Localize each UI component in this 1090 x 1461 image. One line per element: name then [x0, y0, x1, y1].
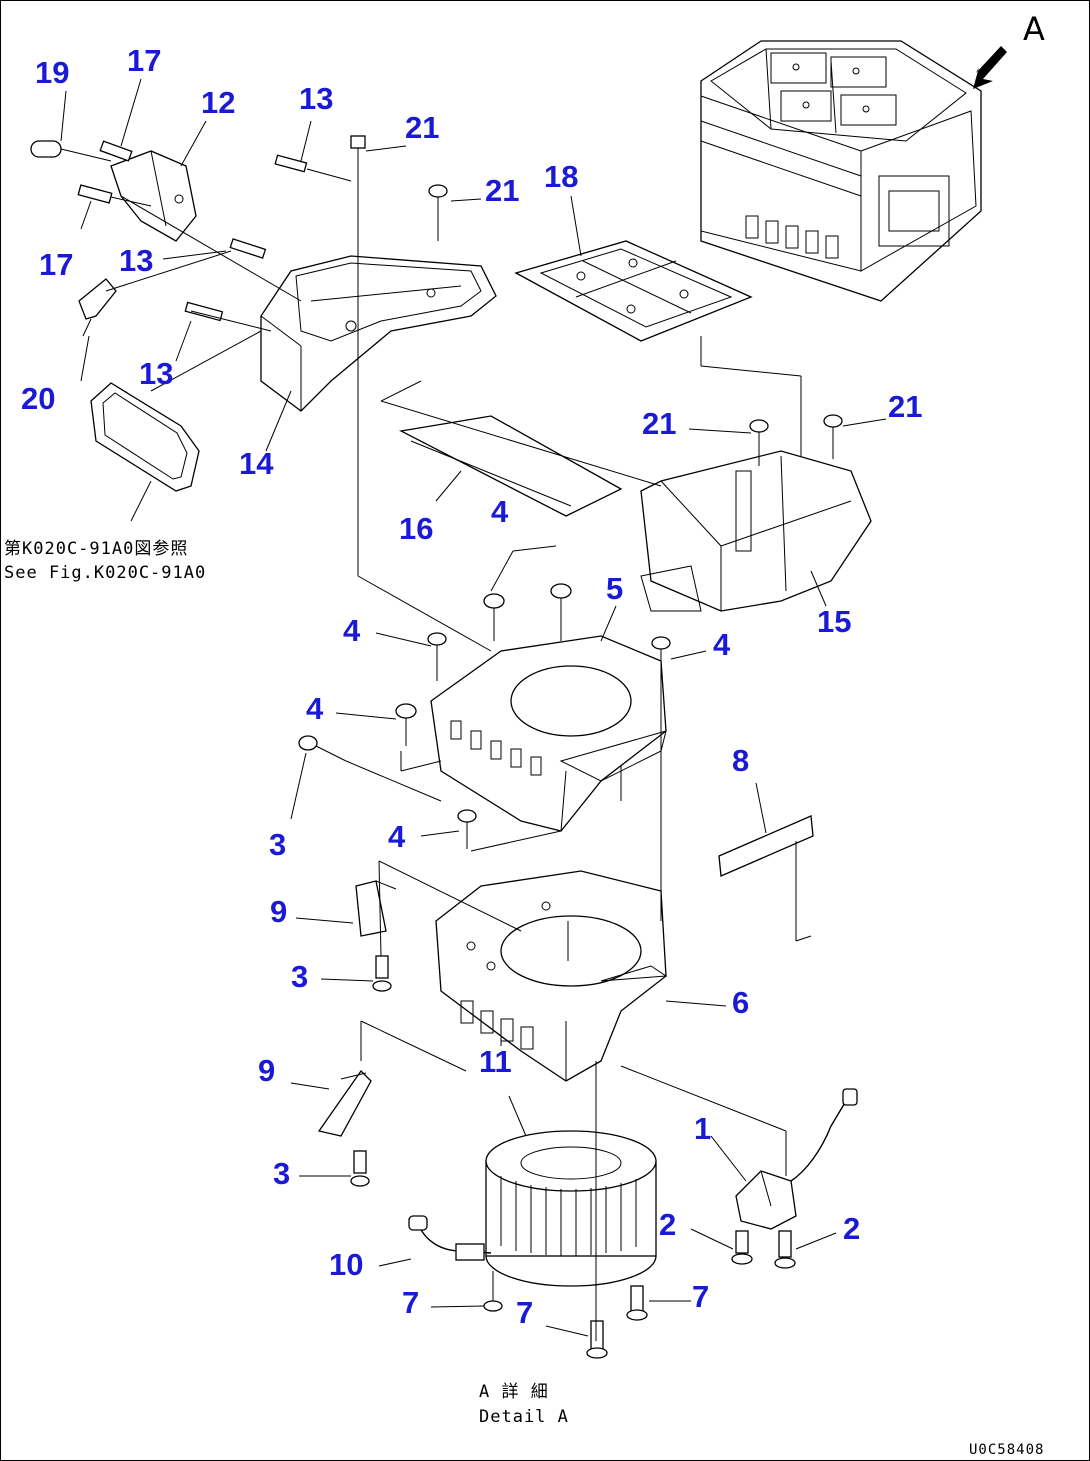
callout-12: 12 — [201, 85, 236, 120]
sheet-part-8 — [718, 815, 814, 942]
callout-13-top: 13 — [299, 81, 334, 116]
callout-5: 5 — [606, 571, 624, 606]
callout-10: 10 — [329, 1247, 364, 1282]
resistor-part-1 — [731, 1088, 858, 1269]
callout-3-upper: 3 — [269, 827, 287, 862]
callout-7-left: 7 — [402, 1285, 420, 1320]
callout-20: 20 — [21, 381, 56, 416]
drawing-code: U0C58408 — [969, 1442, 1045, 1458]
callout-4-top: 4 — [491, 494, 509, 529]
callout-4-middle: 4 — [306, 691, 324, 726]
complete-unit-inset — [700, 40, 982, 302]
callout-11: 11 — [479, 1044, 512, 1079]
callout-2-left: 2 — [659, 1207, 677, 1242]
callout-1: 1 — [694, 1111, 712, 1146]
callout-21-left: 21 — [642, 406, 677, 441]
upper-duct-assembly — [30, 135, 872, 612]
callout-3-middle: 3 — [291, 959, 309, 994]
callout-13-middle: 13 — [119, 243, 154, 278]
callout-13-lower: 13 — [139, 356, 174, 391]
view-label: A — [1023, 10, 1045, 48]
callout-14: 14 — [239, 446, 274, 481]
callout-4-left: 4 — [343, 613, 361, 648]
callout-4-right: 4 — [713, 627, 731, 662]
callout-21-top: 21 — [405, 110, 440, 145]
callout-3-lower: 3 — [273, 1156, 291, 1191]
detail-caption-en: Detail A — [479, 1407, 569, 1427]
leader-lines — [60, 78, 887, 1341]
blower-lower-case — [317, 870, 668, 1187]
callout-17-upper: 17 — [127, 43, 162, 78]
reference-note-en: See Fig.K020C-91A0 — [4, 563, 207, 583]
callout-7-middle: 7 — [516, 1295, 534, 1330]
callout-8: 8 — [732, 743, 750, 778]
reference-note-jp: 第K020C-91A0図参照 — [4, 539, 189, 559]
callout-7-right: 7 — [692, 1279, 710, 1314]
callout-18: 18 — [544, 159, 579, 194]
callout-16: 16 — [399, 511, 434, 546]
view-arrow-icon — [973, 46, 1007, 89]
callout-9-lower: 9 — [258, 1053, 276, 1088]
detail-caption-jp: A 詳 細 — [479, 1382, 549, 1402]
callout-17-lower: 17 — [39, 247, 74, 282]
blower-fan-motor — [408, 1130, 657, 1359]
callout-15: 15 — [817, 604, 852, 639]
callout-2-right: 2 — [843, 1211, 861, 1246]
blower-upper-case — [298, 583, 671, 849]
callout-19: 19 — [35, 55, 70, 90]
callout-9-upper: 9 — [270, 894, 288, 929]
callout-21-second: 21 — [485, 173, 520, 208]
callout-4-bottom: 4 — [388, 819, 406, 854]
callout-21-right: 21 — [888, 389, 923, 424]
callout-6: 6 — [732, 985, 750, 1020]
